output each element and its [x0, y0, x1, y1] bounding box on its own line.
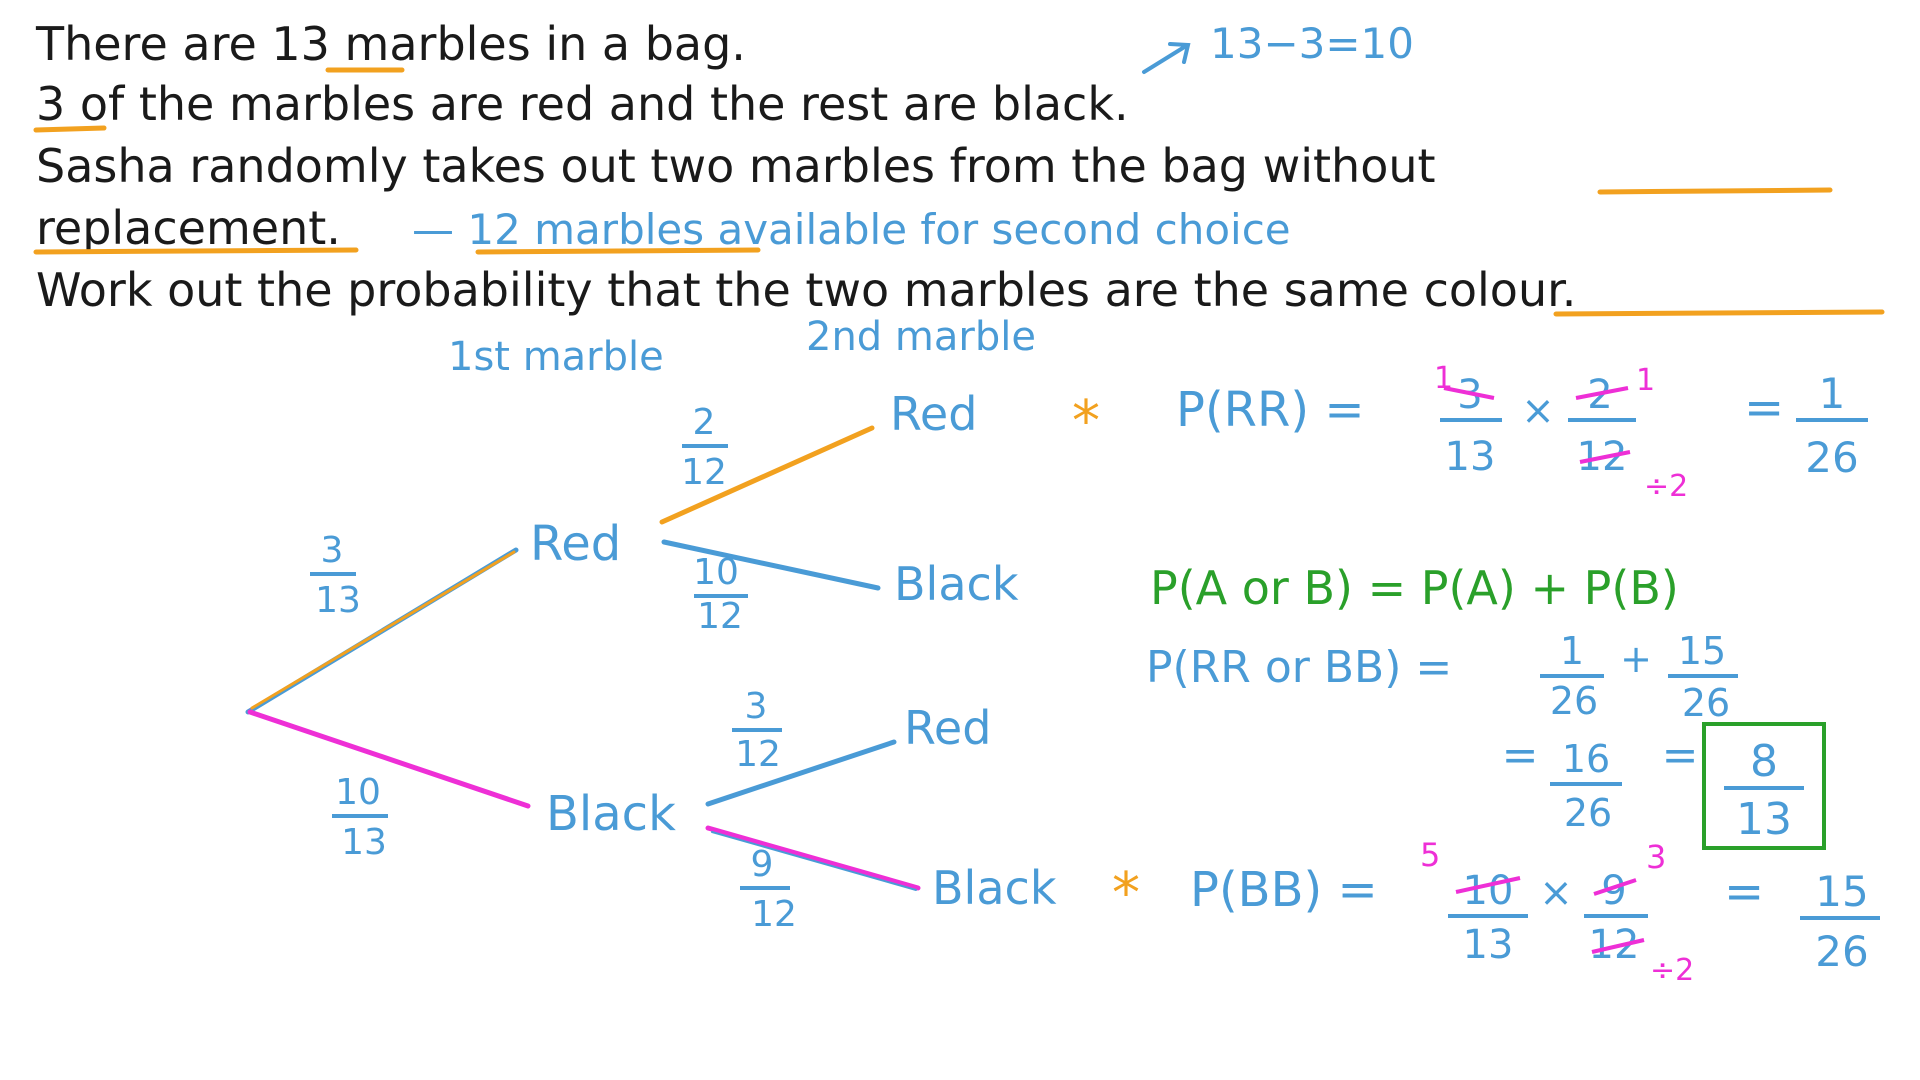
underline-replacement — [33, 247, 359, 255]
pbb-lhs: P(BB) = — [1190, 862, 1378, 918]
node-black-black: Black — [932, 861, 1057, 915]
pbb-f2-num-new: 3 — [1646, 838, 1666, 876]
strike-mark — [1593, 878, 1637, 896]
sum-total-den: 26 — [1564, 791, 1612, 835]
prr-result-den: 26 — [1805, 433, 1858, 482]
question-line-1: There are 13 marbles in a bag. — [35, 17, 746, 71]
prob-first-red-num: 3 — [321, 530, 344, 571]
underline-same-colour — [1553, 309, 1885, 317]
annotation-subtraction: 13−3=10 — [1142, 19, 1414, 74]
tree-branches — [245, 425, 921, 891]
question-line-3: Sasha randomly takes out two marbles fro… — [36, 139, 1436, 193]
prob-first-black: 10 13 — [332, 772, 388, 863]
prr-times: × — [1521, 388, 1555, 434]
prob-first-black-den: 13 — [341, 822, 387, 863]
sum-a-den: 26 — [1550, 679, 1598, 723]
second-choice-note: — 12 marbles available for second choice — [412, 205, 1291, 254]
strike-mark — [1579, 450, 1631, 464]
branch-black-red — [705, 739, 897, 807]
prr-equals: = — [1744, 380, 1784, 436]
branch-red-highlight — [250, 550, 516, 710]
workings-prr: P(RR) = 3 13 × 2 12 1 1 ÷2 = 1 26 — [1176, 361, 1868, 504]
final-answer-num: 8 — [1750, 736, 1778, 787]
question-block: There are 13 marbles in a bag. 3 of the … — [35, 17, 1576, 317]
prr-f2-num-new: 1 — [1636, 363, 1655, 398]
header-second-marble: 2nd marble — [806, 314, 1036, 360]
branch-black — [247, 709, 531, 809]
branch-probabilities: 3 13 10 13 2 12 10 12 3 12 9 12 — [310, 402, 797, 935]
sum-a-num: 1 — [1560, 629, 1584, 673]
node-red-red: Red — [890, 387, 977, 441]
question-highlights — [33, 67, 1885, 317]
star-icon: * — [1112, 861, 1140, 926]
prr-f1-num-new: 1 — [1434, 361, 1453, 396]
prob-black-red-num: 3 — [745, 686, 768, 727]
pbb-times: × — [1539, 870, 1573, 916]
prob-black-red: 3 12 — [732, 686, 782, 775]
arrow-icon — [1142, 42, 1191, 74]
branch-red-black — [661, 539, 881, 591]
sum-equals-1: = — [1502, 730, 1539, 781]
pbb-f1-den: 13 — [1463, 922, 1514, 968]
sum-lhs: P(RR or BB) = — [1146, 642, 1452, 693]
prr-lhs: P(RR) = — [1176, 382, 1365, 438]
strike-mark — [1575, 386, 1629, 400]
prr-f1-den: 13 — [1445, 434, 1496, 480]
underline-3 — [33, 125, 107, 133]
prob-first-black-num: 10 — [335, 772, 381, 813]
prr-den-div: ÷2 — [1644, 469, 1688, 504]
node-red-black: Black — [894, 557, 1019, 611]
prob-black-black-num: 9 — [751, 844, 774, 885]
branch-black-black-underline — [711, 831, 917, 891]
prob-red-black-den: 12 — [697, 596, 743, 637]
prr-result-num: 1 — [1819, 369, 1846, 418]
node-black-red: Red — [904, 701, 991, 755]
star-icon: * — [1072, 389, 1100, 454]
prob-black-black-den: 12 — [751, 894, 797, 935]
workings-sum: P(RR or BB) = 1 26 + 15 26 = 16 26 = 8 1… — [1146, 629, 1826, 850]
question-line-5: Work out the probability that the two ma… — [36, 263, 1576, 317]
prob-red-black: 10 12 — [693, 552, 748, 637]
prob-red-red-den: 12 — [681, 452, 727, 493]
prob-black-red-den: 12 — [735, 734, 781, 775]
header-first-marble: 1st marble — [448, 334, 664, 380]
branch-red-red — [659, 425, 875, 525]
final-answer-box — [1702, 722, 1826, 850]
question-line-2: 3 of the marbles are red and the rest ar… — [36, 77, 1129, 131]
node-first-black: Black — [546, 786, 676, 842]
sum-equals-2: = — [1662, 730, 1699, 781]
underline-12-marbles — [475, 247, 761, 255]
underline-without — [1597, 187, 1833, 195]
strike-mark — [1443, 386, 1495, 400]
pbb-equals: = — [1724, 864, 1764, 920]
prob-first-red-den: 13 — [315, 580, 361, 621]
workings-pbb: P(BB) = 10 13 × 9 12 5 3 ÷2 = 15 26 — [1190, 836, 1880, 988]
node-first-red: Red — [530, 516, 621, 572]
branch-black-black — [705, 825, 921, 891]
prob-red-red-num: 2 — [693, 402, 716, 443]
question-line-4: replacement. — [36, 201, 341, 255]
sum-plus: + — [1620, 637, 1652, 681]
addition-rule: P(A or B) = P(A) + P(B) — [1150, 561, 1679, 615]
pbb-result-den: 26 — [1815, 927, 1868, 976]
pbb-f1-num: 10 — [1463, 868, 1514, 914]
sum-b-den: 26 — [1682, 681, 1730, 725]
subtraction-text: 13−3=10 — [1210, 19, 1414, 68]
pbb-f1-num-new: 5 — [1420, 836, 1440, 874]
sum-b-num: 15 — [1678, 629, 1726, 673]
strike-mark — [1591, 938, 1645, 954]
final-answer-den: 13 — [1736, 794, 1792, 845]
prob-black-black: 9 12 — [740, 844, 797, 935]
prob-red-red: 2 12 — [681, 402, 728, 493]
strike-mark — [1455, 876, 1521, 894]
prob-red-black-num: 10 — [693, 552, 739, 593]
pbb-result-num: 15 — [1815, 867, 1868, 916]
sum-total-num: 16 — [1562, 737, 1610, 781]
pbb-den-div: ÷2 — [1650, 953, 1694, 988]
prob-first-red: 3 13 — [310, 530, 361, 621]
